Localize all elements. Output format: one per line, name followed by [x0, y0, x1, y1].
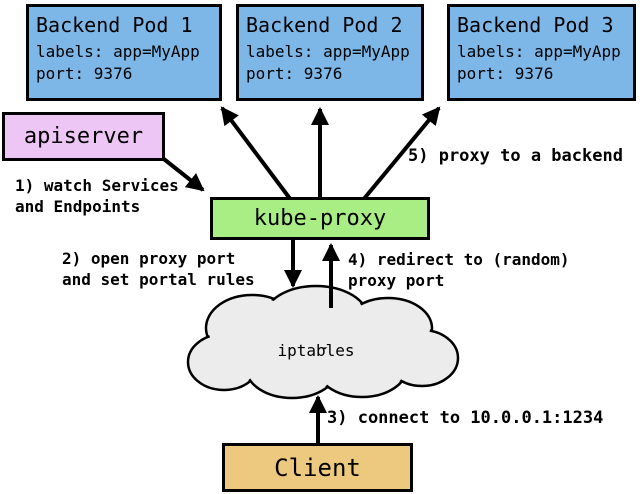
annotation-step-2: 2) open proxy port and set portal rules	[62, 249, 255, 289]
backend-pod-3-port: port: 9376	[457, 64, 554, 83]
annotation-step-4: 4) redirect to (random) proxy port	[348, 250, 570, 290]
apiserver-label: apiserver	[23, 124, 144, 149]
iptables-cloud	[186, 284, 460, 400]
annotation-step-1: 1) watch Services and Endpoints	[15, 176, 179, 216]
backend-pod-3-labels: labels: app=MyApp	[457, 42, 621, 61]
kube-proxy-label: kube-proxy	[253, 206, 387, 231]
backend-pod-3-title: Backend Pod 3	[457, 13, 614, 37]
backend-pod-1-title: Backend Pod 1	[36, 13, 193, 37]
iptables-label: iptables	[277, 341, 355, 360]
apiserver-box: apiserver	[2, 112, 165, 161]
backend-pod-1-port: port: 9376	[36, 64, 133, 83]
backend-pod-2-box: Backend Pod 2 labels: app=MyApp port: 93…	[236, 4, 424, 101]
kube-proxy-box: kube-proxy	[210, 197, 430, 240]
backend-pod-1-box: Backend Pod 1 labels: app=MyApp port: 93…	[26, 4, 222, 101]
backend-pod-3-box: Backend Pod 3 labels: app=MyApp port: 93…	[447, 4, 636, 101]
arrow-kubeproxy-to-pod1	[220, 106, 293, 202]
arrow-kubeproxy-to-pod3	[361, 106, 441, 202]
backend-pod-2-labels: labels: app=MyApp	[246, 42, 410, 61]
annotation-step-3: 3) connect to 10.0.0.1:1234	[327, 408, 604, 428]
client-label: Client	[274, 453, 361, 482]
backend-pod-2-title: Backend Pod 2	[246, 13, 403, 37]
client-box: Client	[222, 443, 413, 492]
annotation-step-5: 5) proxy to a backend	[408, 146, 623, 166]
backend-pod-1-labels: labels: app=MyApp	[36, 42, 200, 61]
backend-pod-2-port: port: 9376	[246, 64, 343, 83]
